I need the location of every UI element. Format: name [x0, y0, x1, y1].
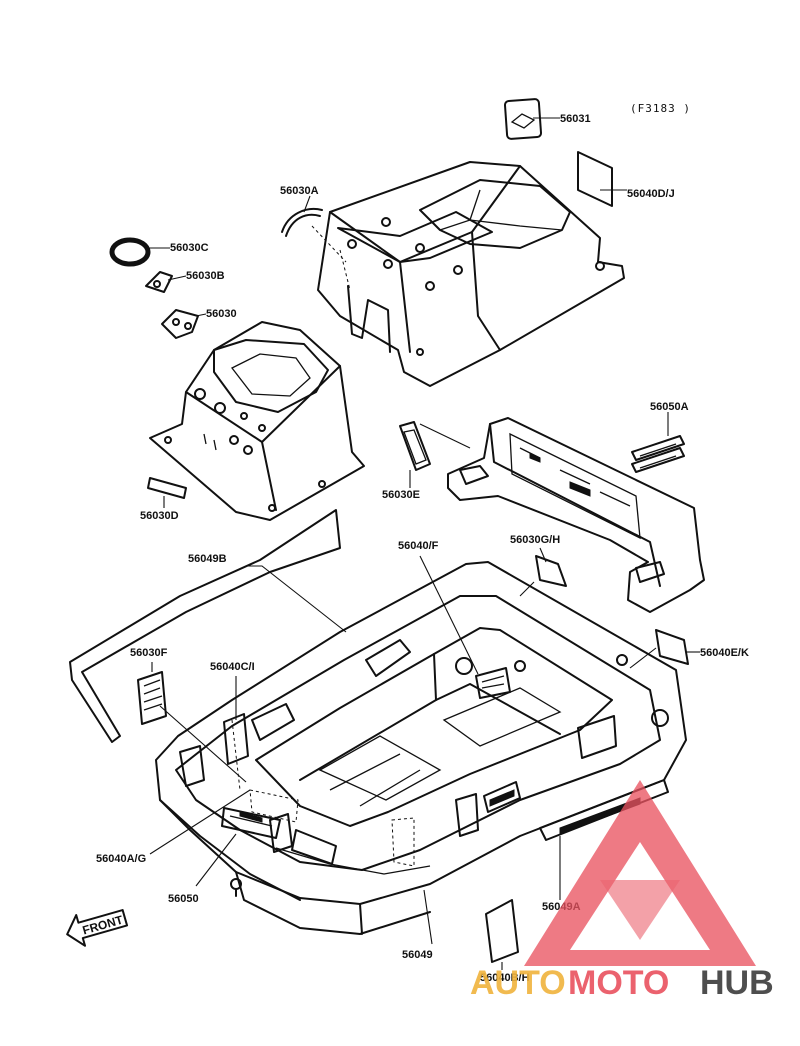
part-56030B-plate — [145, 271, 187, 293]
watermark-auto: AUTO — [470, 964, 566, 1002]
part-56030D-label — [147, 477, 187, 508]
callout-56040BH: 56040B/H — [480, 972, 530, 984]
leader-56040CI — [223, 676, 249, 765]
watermark-triangle-icon — [524, 780, 756, 966]
front-hatch-tower — [149, 321, 365, 521]
callout-56049B: 56049B — [188, 553, 227, 565]
callout-56050A: 56050A — [650, 401, 689, 413]
callout-56031: 56031 — [560, 113, 591, 125]
part-56040BH-decal — [485, 899, 519, 970]
part-56040EK-decal — [629, 629, 700, 669]
callout-56040F: 56040/F — [398, 540, 439, 552]
callout-56040CI: 56040C/I — [210, 661, 255, 673]
callout-56040DJ: 56040D/J — [627, 188, 675, 200]
part-56040DJ-decal — [577, 151, 627, 207]
part-56030-gasket — [161, 309, 207, 339]
part-56030F-label — [137, 662, 247, 783]
callout-56049: 56049 — [402, 949, 433, 961]
part-56030A-seal — [281, 195, 347, 263]
leader-56040AG — [149, 789, 251, 855]
callout-56040AG: 56040A/G — [96, 853, 146, 865]
callout-56030F: 56030F — [130, 647, 168, 659]
watermark-hub: HUB — [700, 964, 774, 1002]
callout-56030C: 56030C — [170, 242, 209, 254]
callout-56030: 56030 — [206, 308, 237, 320]
callout-56030GH: 56030G/H — [510, 534, 560, 546]
callout-56050: 56050 — [168, 893, 199, 905]
callout-56040EK: 56040E/K — [700, 647, 749, 659]
main-hull-body — [155, 561, 687, 935]
part-56050-decal — [195, 807, 281, 887]
front-arrow: FRONT — [66, 909, 129, 947]
watermark-logo: AUTO MOTO HUB — [470, 780, 774, 1002]
leader-56049 — [423, 889, 433, 945]
part-56031-sticker — [503, 98, 560, 140]
part-56050A-decal — [631, 412, 685, 473]
leader-56040F — [419, 555, 511, 699]
watermark-moto: MOTO — [568, 964, 669, 1002]
callout-56030B: 56030B — [186, 270, 225, 282]
callout-56030E: 56030E — [382, 489, 420, 501]
callout-56030D: 56030D — [140, 510, 179, 522]
part-56030GH-decal — [519, 547, 567, 597]
callout-56030A: 56030A — [280, 185, 319, 197]
part-56030E-tag — [399, 421, 471, 488]
handle-rail — [447, 417, 705, 613]
upper-console-cover — [317, 161, 625, 387]
part-56049B-strip — [69, 509, 347, 743]
part-56030C-ring — [109, 237, 170, 267]
figure-code: (F3183 ) — [630, 102, 691, 115]
